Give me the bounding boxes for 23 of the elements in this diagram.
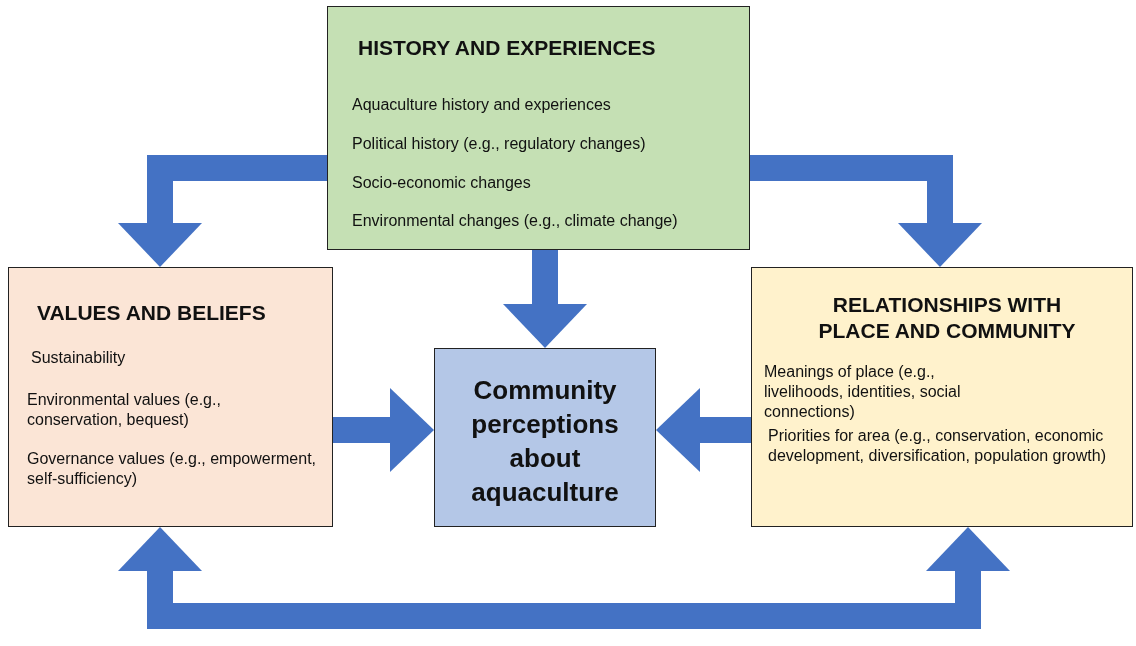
- box-heading: VALUES AND BELIEFS: [37, 300, 267, 326]
- node-label: Community perceptions about aquaculture: [470, 374, 620, 509]
- box-text: Meanings of place (e.g., livelihoods, identities, social connections): [764, 362, 962, 422]
- arrow: [118, 155, 327, 267]
- box-heading: RELATIONSHIPS WITH PLACE AND COMMUNITY: [817, 292, 1077, 344]
- arrow: [118, 527, 1010, 629]
- text-box: [8, 267, 333, 527]
- text-box: [751, 267, 1133, 527]
- box-text: Environmental values (e.g., conservation, bequest): [27, 390, 222, 430]
- box-text: Socio-economic changes: [352, 173, 532, 193]
- text-box: [327, 6, 750, 250]
- box-text: Priorities for area (e.g., conservation, economic development, diversification, population growth): [768, 426, 1107, 466]
- box-text: Political history (e.g., regulatory changes): [352, 134, 647, 154]
- arrow: [656, 388, 751, 472]
- box-heading: HISTORY AND EXPERIENCES: [358, 35, 657, 61]
- arrow: [503, 250, 587, 348]
- box-text: Environmental changes (e.g., climate change): [352, 211, 679, 231]
- box-text: Governance values (e.g., empowerment, self-sufficiency): [27, 449, 318, 489]
- arrow: [333, 388, 434, 472]
- box-text: Aquaculture history and experiences: [352, 95, 612, 115]
- arrow: [750, 155, 982, 267]
- text-box: [434, 348, 656, 527]
- box-text: Sustainability: [31, 348, 127, 368]
